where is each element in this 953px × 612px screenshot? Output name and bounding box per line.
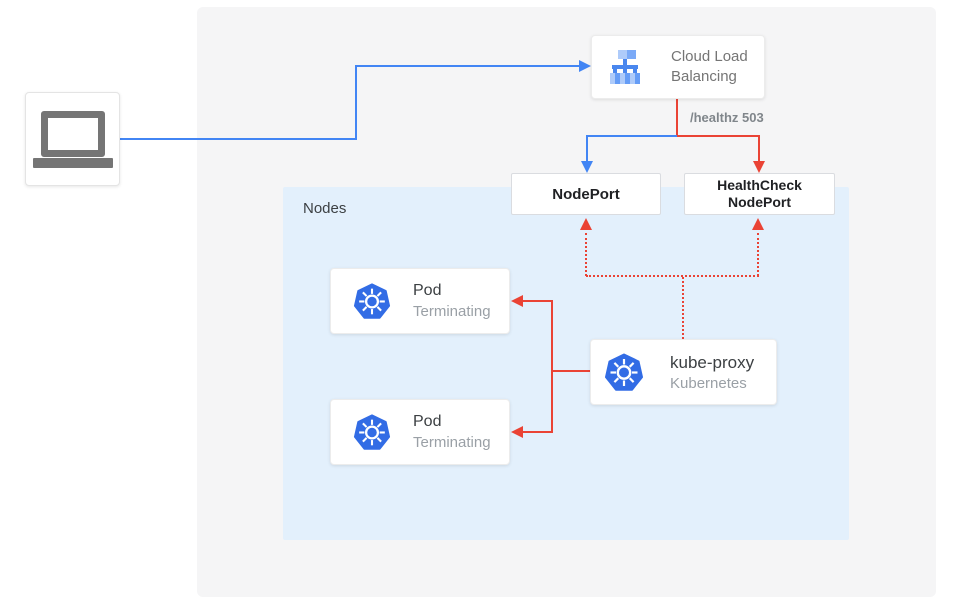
arrowhead-into-pod-2 xyxy=(511,426,523,438)
arrowhead-dotted-into-nodeport xyxy=(580,218,592,230)
kubernetes-icon xyxy=(604,352,644,392)
nodes-label: Nodes xyxy=(303,200,347,217)
nodeport-label: NodePort xyxy=(552,185,620,203)
kube-proxy-subtitle: Kubernetes xyxy=(670,374,747,392)
healthcheck-nodeport-line1: HealthCheck xyxy=(717,177,802,193)
kubernetes-icon xyxy=(353,413,391,451)
client-node xyxy=(25,92,120,186)
kube-proxy-node: kube-proxy Kubernetes xyxy=(590,339,777,405)
pod-node-2: Pod Terminating xyxy=(330,399,510,465)
cloud-load-balancing-node: Cloud Load Balancing xyxy=(591,35,765,99)
load-balancer-icon xyxy=(605,47,645,87)
arrowhead-into-healthcheck-nodeport xyxy=(753,161,765,173)
pod-node-1: Pod Terminating xyxy=(330,268,510,334)
arrowhead-into-pod-1 xyxy=(511,295,523,307)
pod-status: Terminating xyxy=(413,434,491,451)
pod-status: Terminating xyxy=(413,303,491,320)
kubernetes-icon xyxy=(353,282,391,320)
laptop-icon xyxy=(32,110,113,168)
pod-title: Pod xyxy=(413,282,442,299)
arrowhead-into-nodeport xyxy=(581,161,593,173)
kube-proxy-title: kube-proxy xyxy=(670,352,755,372)
healthcheck-nodeport-node: HealthCheck NodePort xyxy=(684,173,835,215)
healthz-503-label: /healthz 503 xyxy=(690,110,764,125)
pod-title: Pod xyxy=(413,413,442,430)
arrowhead-dotted-into-healthcheck-nodeport xyxy=(752,218,764,230)
healthcheck-nodeport-line2: NodePort xyxy=(728,194,791,210)
clb-label: Cloud Load Balancing xyxy=(671,48,748,85)
nodeport-node: NodePort xyxy=(511,173,661,215)
arrowhead-into-clb xyxy=(579,60,591,72)
